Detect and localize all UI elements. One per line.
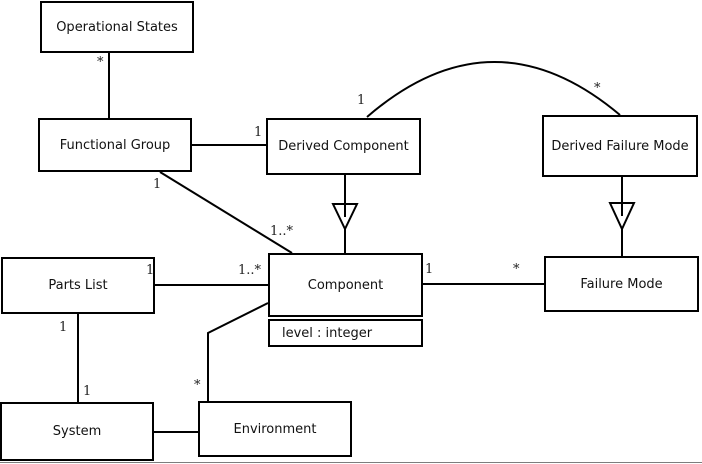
class-box-environment: Environment xyxy=(198,401,352,457)
multiplicity-derived-component-end-of-arc: 1 xyxy=(357,93,366,108)
class-name-system: System xyxy=(52,424,102,439)
class-name-component: Component xyxy=(307,277,384,293)
class-box-derived-failure-mode: Derived Failure Mode xyxy=(542,115,698,177)
image-bottom-edge xyxy=(0,462,702,463)
multiplicity-component-end-of-failure-mode: 1 xyxy=(425,262,434,277)
class-name-derived-failure-mode: Derived Failure Mode xyxy=(551,138,689,154)
multiplicity-component-end-of-parts-list: 1..* xyxy=(238,263,262,278)
association-derived-component-derived-failure-mode xyxy=(366,61,621,118)
multiplicity-environment-end-of-component: * xyxy=(194,378,201,393)
multiplicity-failure-mode-end-of-component: * xyxy=(513,262,520,277)
class-box-operational-states: Operational States xyxy=(40,1,194,53)
association-environment-component xyxy=(207,302,269,401)
multiplicity-derived-failure-mode-end-of-arc: * xyxy=(594,81,601,96)
multiplicity-operational-states-end: * xyxy=(97,55,104,70)
class-box-failure-mode: Failure Mode xyxy=(544,256,699,312)
multiplicity-component-end-of-functional-group: 1..* xyxy=(270,224,294,239)
class-attribute-component-level: level : integer xyxy=(282,325,373,341)
class-name-operational-states: Operational States xyxy=(56,19,178,35)
class-name-failure-mode: Failure Mode xyxy=(580,276,663,292)
multiplicity-parts-list-end-of-component: 1 xyxy=(146,263,155,278)
class-attribute-box-component: level : integer xyxy=(268,319,423,347)
class-box-derived-component: Derived Component xyxy=(266,118,421,175)
class-name-derived-component: Derived Component xyxy=(278,139,409,154)
class-name-functional-group: Functional Group xyxy=(59,137,171,153)
class-box-functional-group: Functional Group xyxy=(38,118,192,172)
association-functional-group-component xyxy=(159,171,293,254)
class-name-environment: Environment xyxy=(233,421,317,437)
class-name-parts-list: Parts List xyxy=(48,278,108,293)
class-box-parts-list: Parts List xyxy=(1,257,155,314)
class-box-system: System xyxy=(0,402,154,461)
multiplicity-system-end-of-parts-list: 1 xyxy=(83,384,92,399)
multiplicity-derived-component-end-of-fg: 1 xyxy=(254,125,263,140)
multiplicity-functional-group-end-of-component: 1 xyxy=(153,177,162,192)
class-box-component: Component xyxy=(268,253,423,317)
multiplicity-parts-list-end-of-system: 1 xyxy=(59,320,68,335)
